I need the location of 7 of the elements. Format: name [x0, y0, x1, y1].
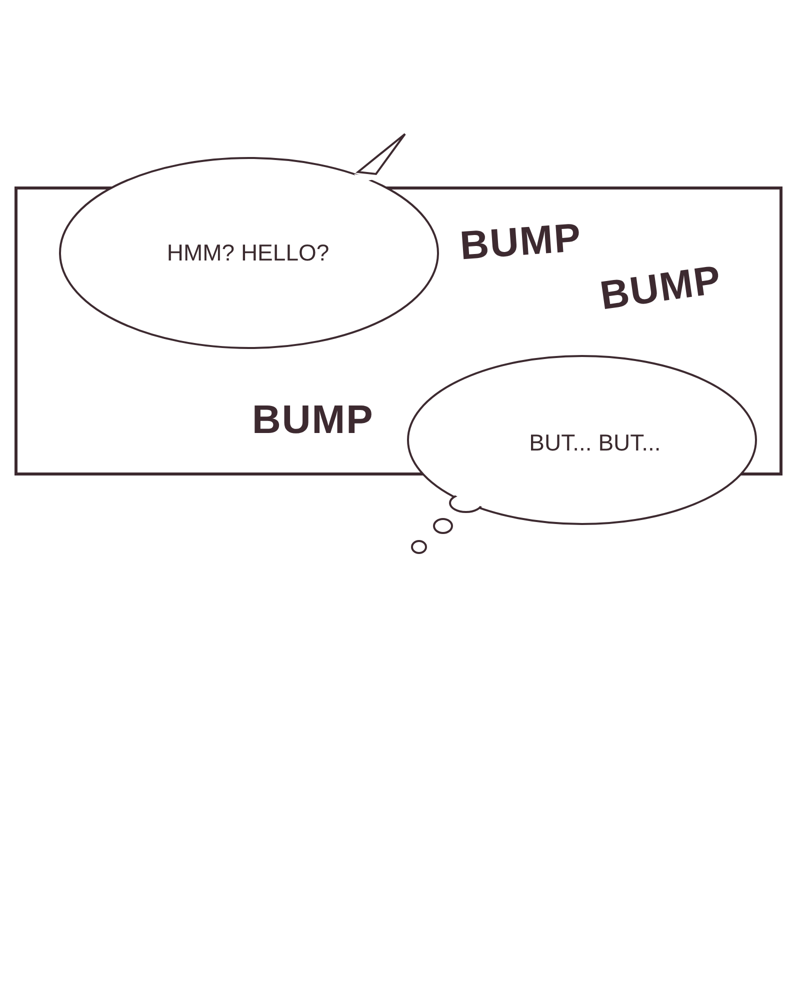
- thought-bubble: [407, 355, 757, 554]
- speech-text: BUT... BUT...: [529, 430, 661, 456]
- speech-text: HMM? HELLO?: [166, 240, 330, 266]
- sound-effect-text: BUMP: [598, 260, 724, 316]
- speech-bubble: [59, 133, 439, 349]
- sound-effect-text: BUMP: [252, 400, 374, 440]
- sound-effect-text: BUMP: [458, 218, 584, 266]
